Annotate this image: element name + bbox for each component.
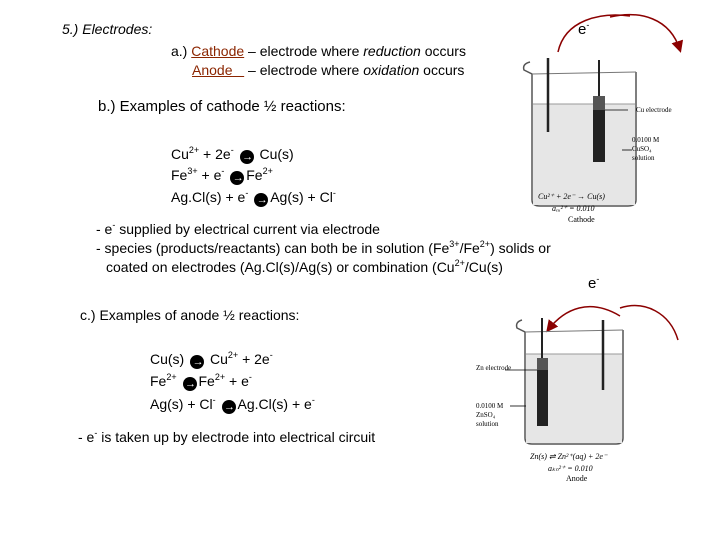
cathode-reaction-1: Cu2+ + 2e- → Cu(s): [171, 145, 294, 164]
section-title: 5.) Electrodes:: [62, 21, 153, 37]
cathode-beaker-drawing: [522, 13, 684, 207]
right-arrow-icon: →: [254, 193, 269, 207]
electrode-label: Zn electrode: [476, 364, 512, 372]
cathode-equation: Cu²⁺ + 2e⁻ → Cu(s): [538, 192, 605, 201]
right-arrow-icon: →: [230, 171, 245, 185]
electron-label: e-: [578, 20, 590, 38]
cathode-definition: a.) Cathode – electrode where reduction …: [171, 43, 466, 59]
cathode-note-1: - e- supplied by electrical current via …: [96, 220, 380, 237]
anode-reaction-2: Fe2+ →Fe2+ + e-: [150, 372, 252, 391]
cathode-note-3: coated on electrodes (Ag.Cl(s)/Ag(s) or …: [106, 258, 503, 275]
solution-line-2: CuSO₄: [632, 145, 652, 153]
right-arrow-icon: →: [190, 355, 205, 369]
anode-equation: Zn(s) ⇌ Zn²⁺(aq) + 2e⁻: [530, 452, 608, 461]
anode-note: - e- is taken up by electrode into elect…: [78, 428, 376, 445]
solution-line-3: solution: [632, 154, 655, 162]
anode-term: Anode: [192, 62, 233, 78]
solution-line-2: ZnSO₄: [476, 411, 496, 419]
cathode-reactions-heading: b.) Examples of cathode ½ reactions:: [98, 98, 346, 115]
anode-activity: aₖₙ²⁺ = 0.010: [548, 464, 593, 473]
cathode-caption: Cathode: [568, 215, 595, 224]
right-arrow-icon: →: [221, 400, 236, 414]
cathode-reaction-3: Ag.Cl(s) + e- →Ag(s) + Cl-: [171, 188, 336, 207]
anode-reaction-1: Cu(s) → Cu2+ + 2e-: [150, 350, 273, 369]
anode-figure: e- Zn electrode 0.0100 M ZnSO₄ solution …: [470, 274, 720, 540]
anode-reactions-heading: c.) Examples of anode ½ reactions:: [80, 307, 300, 323]
cathode-reaction-2: Fe3+ + e- →Fe2+: [171, 166, 273, 185]
anode-definition: Anode – electrode where oxidation occurs: [192, 62, 465, 78]
solution-line-3: solution: [476, 420, 499, 428]
right-arrow-icon: →: [239, 150, 254, 164]
cathode-activity: aₑᵤ²⁺ = 0.010: [552, 204, 595, 213]
cathode-note-2: - species (products/reactants) can both …: [96, 239, 551, 256]
anode-caption: Anode: [566, 474, 588, 483]
cathode-figure: e- Cu electrode 0.0100 M CuSO₄ solution …: [510, 0, 720, 240]
solution-line-1: 0.0100 M: [632, 136, 660, 144]
cathode-term: Cathode: [191, 43, 245, 59]
electron-flow-arrow: [546, 306, 621, 333]
electron-label: e-: [588, 274, 600, 292]
electrode-label: Cu electrode: [636, 106, 672, 114]
solution-line-1: 0.0100 M: [476, 402, 504, 410]
right-arrow-icon: →: [182, 377, 197, 391]
anode-beaker-drawing: [505, 304, 679, 445]
electron-flow-arrow: [557, 14, 631, 53]
anode-reaction-3: Ag(s) + Cl- →Ag.Cl(s) + e-: [150, 395, 315, 414]
